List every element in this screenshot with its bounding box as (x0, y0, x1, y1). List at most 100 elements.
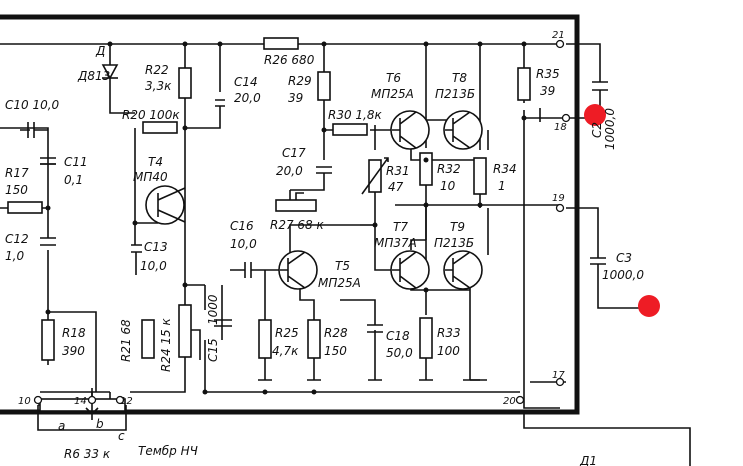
red-marker-c2 (584, 104, 606, 126)
t6-type-label: МП25А (371, 87, 414, 101)
t5-transistor (278, 250, 318, 290)
c18-val-label: 50,0 (386, 346, 413, 360)
c12-val-label: 1,0 (5, 249, 24, 263)
r33-body (419, 317, 433, 359)
r27-label: R27 68 к (270, 218, 325, 232)
r30-body (332, 123, 368, 136)
diode-type-label: Д813 (77, 69, 110, 83)
t9-transistor (443, 250, 483, 290)
c11-ref-label: C11 (64, 155, 88, 169)
t7-ref-label: T7 (393, 220, 408, 234)
r22-val-label: 3,3к (145, 79, 172, 93)
r35-val-label: 39 (540, 84, 555, 98)
r26-label: R26 680 (264, 53, 315, 67)
c2-ref-label: C2 (590, 122, 604, 138)
r22-ref-label: R22 (145, 63, 169, 77)
r32-body (419, 152, 433, 186)
c16-ref-label: C16 (230, 219, 254, 233)
r6-label: R6 33 к (64, 447, 111, 461)
pin-17-label: 17 (552, 370, 565, 381)
c16-val-label: 10,0 (230, 237, 257, 251)
pin-10-label: 10 (18, 396, 31, 407)
r29-val-label: 39 (288, 91, 303, 105)
t6-transistor (390, 110, 430, 150)
r28-body (307, 319, 321, 359)
c13-val-label: 10,0 (140, 259, 167, 273)
c14-val-label: 20,0 (234, 91, 261, 105)
c3-ref-label: C3 (616, 251, 632, 265)
t8-ref-label: T8 (452, 71, 467, 85)
pin-19-label: 19 (552, 193, 565, 204)
pin-14-label: 14 (74, 396, 87, 407)
r33-val-label: 100 (437, 344, 460, 358)
r18-val-label: 390 (62, 344, 85, 358)
t6-ref-label: T6 (386, 71, 401, 85)
r33-ref-label: R33 (437, 326, 461, 340)
r17-ref-label: R17 (5, 166, 29, 180)
c18-ref-label: C18 (386, 329, 410, 343)
r21-label: R21 68 (119, 319, 133, 362)
r35-ref-label: R35 (536, 67, 560, 81)
diode-ref-label: Д (95, 44, 105, 58)
c10-label: C10 10,0 (5, 98, 60, 112)
r29-body (317, 71, 331, 101)
t7-type-label: МП37А (374, 236, 417, 250)
r18-body (41, 319, 55, 361)
r25-val-label: 4,7к (272, 344, 299, 358)
r32-val-label: 10 (440, 179, 456, 193)
c17-ref-label: C17 (282, 146, 306, 160)
r6-body (39, 398, 126, 412)
r18-ref-label: R18 (62, 326, 86, 340)
r22-body (178, 67, 192, 99)
r20-body (142, 121, 178, 134)
r21-body (141, 319, 155, 359)
c12-ref-label: C12 (5, 232, 29, 246)
capacitors (27, 122, 252, 278)
r35-body (517, 67, 531, 101)
r32-ref-label: R32 (437, 162, 461, 176)
c15-ref-label: C15 (206, 338, 220, 362)
r30-label: R30 1,8к (328, 108, 383, 122)
diode-d813 (101, 64, 119, 80)
red-marker-c3 (638, 295, 660, 317)
c15-val-label: 1000 (206, 294, 220, 325)
t5-type-label: МП25А (318, 276, 361, 290)
d1-label: Д1 (579, 454, 597, 466)
terminals (33, 39, 571, 405)
t4-ref-label: T4 (148, 155, 163, 169)
pin-labels: 10 14 12 a b c 21 18 19 17 20 R6 33 к Те… (18, 30, 597, 466)
pin-b-label: b (96, 417, 104, 431)
pin-21-label: 21 (552, 30, 565, 41)
r25-body (258, 319, 272, 359)
c2-val-label: 1000,0 (603, 108, 617, 150)
c3-val-label: 1000,0 (602, 268, 644, 282)
r24-body (178, 304, 192, 358)
r28-val-label: 150 (324, 344, 347, 358)
r25-ref-label: R25 (275, 326, 299, 340)
r17-val-label: 150 (5, 183, 28, 197)
t5-ref-label: T5 (335, 259, 350, 273)
pin-20-label: 20 (503, 396, 516, 407)
r34-ref-label: R34 (493, 162, 517, 176)
t8-type-label: П213Б (435, 87, 475, 101)
r27-body (275, 199, 317, 212)
t9-ref-label: T9 (450, 220, 465, 234)
r20-label: R20 100к (122, 108, 180, 122)
c17-val-label: 20,0 (276, 164, 303, 178)
r31-val-label: 47 (388, 180, 404, 194)
r26-body (263, 37, 299, 50)
pin-a-label: a (58, 419, 65, 433)
r34-body (473, 157, 487, 195)
pin-18-label: 18 (554, 122, 567, 133)
r29-ref-label: R29 (288, 74, 312, 88)
tone-label: Тембр НЧ (138, 444, 198, 458)
c13-ref-label: C13 (144, 240, 168, 254)
resistors (7, 37, 531, 416)
component-labels: Д Д813 C10 10,0 R22 3,3к R20 100к C14 20… (5, 44, 644, 372)
r17-body (7, 201, 43, 214)
c14-ref-label: C14 (234, 75, 258, 89)
t4-transistor (145, 185, 186, 225)
r28-ref-label: R28 (324, 326, 348, 340)
junction-nodes (45, 41, 527, 395)
